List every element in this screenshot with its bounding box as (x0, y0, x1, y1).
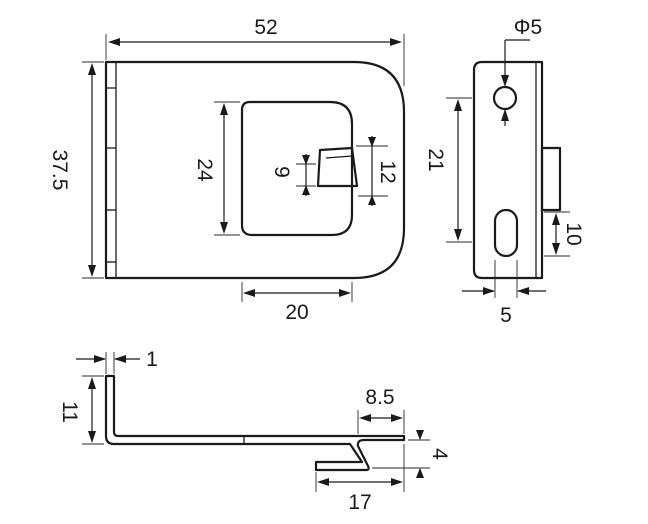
arrowhead (368, 137, 376, 147)
dimension-label-21: 21 (424, 148, 447, 171)
dimension-label-11: 11 (58, 401, 81, 423)
side-plate-outline (472, 60, 544, 280)
dimension-label-52: 52 (254, 16, 277, 39)
arrowhead (220, 103, 228, 115)
arrowhead (88, 377, 96, 389)
dimension-label-24: 24 (193, 158, 216, 182)
dimension-label-8-5: 8.5 (365, 386, 394, 409)
arrowhead (220, 222, 228, 234)
arrowhead (391, 478, 403, 486)
arrowhead (302, 185, 310, 195)
arrowhead (88, 431, 96, 443)
dimension-label-4: 4 (428, 448, 451, 460)
bent-profile-outline (104, 374, 406, 472)
arrowhead (501, 109, 509, 121)
dimension-label-12: 12 (376, 160, 399, 183)
dimension-label-9: 9 (270, 166, 293, 178)
arrowhead (94, 355, 106, 363)
mounting-slot (493, 208, 519, 258)
arrowhead (483, 287, 495, 295)
mounting-hole (492, 85, 518, 111)
latch-tab-fold (325, 155, 353, 159)
dimension-label-5: 5 (500, 304, 512, 327)
latch-tab (316, 146, 359, 188)
arrowhead (517, 287, 529, 295)
arrowhead (302, 155, 310, 165)
arrowhead (454, 229, 462, 241)
arrowhead (501, 75, 509, 87)
front-view: 52 37.5 24 9 12 20 (48, 16, 406, 324)
arrowhead (243, 289, 255, 297)
arrowhead (552, 243, 560, 255)
arrowhead (454, 99, 462, 111)
arrowhead (391, 414, 403, 422)
dimension-label-1: 1 (146, 348, 158, 371)
arrowhead (339, 289, 351, 297)
arrowhead (368, 195, 376, 205)
arrowhead (416, 468, 424, 478)
arrowhead (88, 265, 96, 277)
side-tab (540, 146, 562, 212)
arrowhead (416, 430, 424, 440)
dimension-label-17: 17 (348, 491, 371, 514)
front-plate-outline (104, 60, 406, 280)
arrowhead (390, 38, 402, 46)
arrowhead (88, 63, 96, 75)
arrowhead (114, 355, 126, 363)
side-view: Φ5 21 10 5 (424, 16, 585, 327)
bottom-view: 1 11 8.5 4 17 (58, 348, 451, 514)
dimension-label-10: 10 (562, 222, 585, 245)
window-cutout (240, 100, 354, 237)
dimension-label-phi5: Φ5 (514, 16, 542, 39)
arrowhead (359, 414, 371, 422)
arrowhead (552, 213, 560, 225)
arrowhead (108, 38, 120, 46)
dimension-label-20: 20 (285, 301, 308, 324)
arrowhead (317, 478, 329, 486)
dimension-label-37-5: 37.5 (48, 150, 71, 191)
